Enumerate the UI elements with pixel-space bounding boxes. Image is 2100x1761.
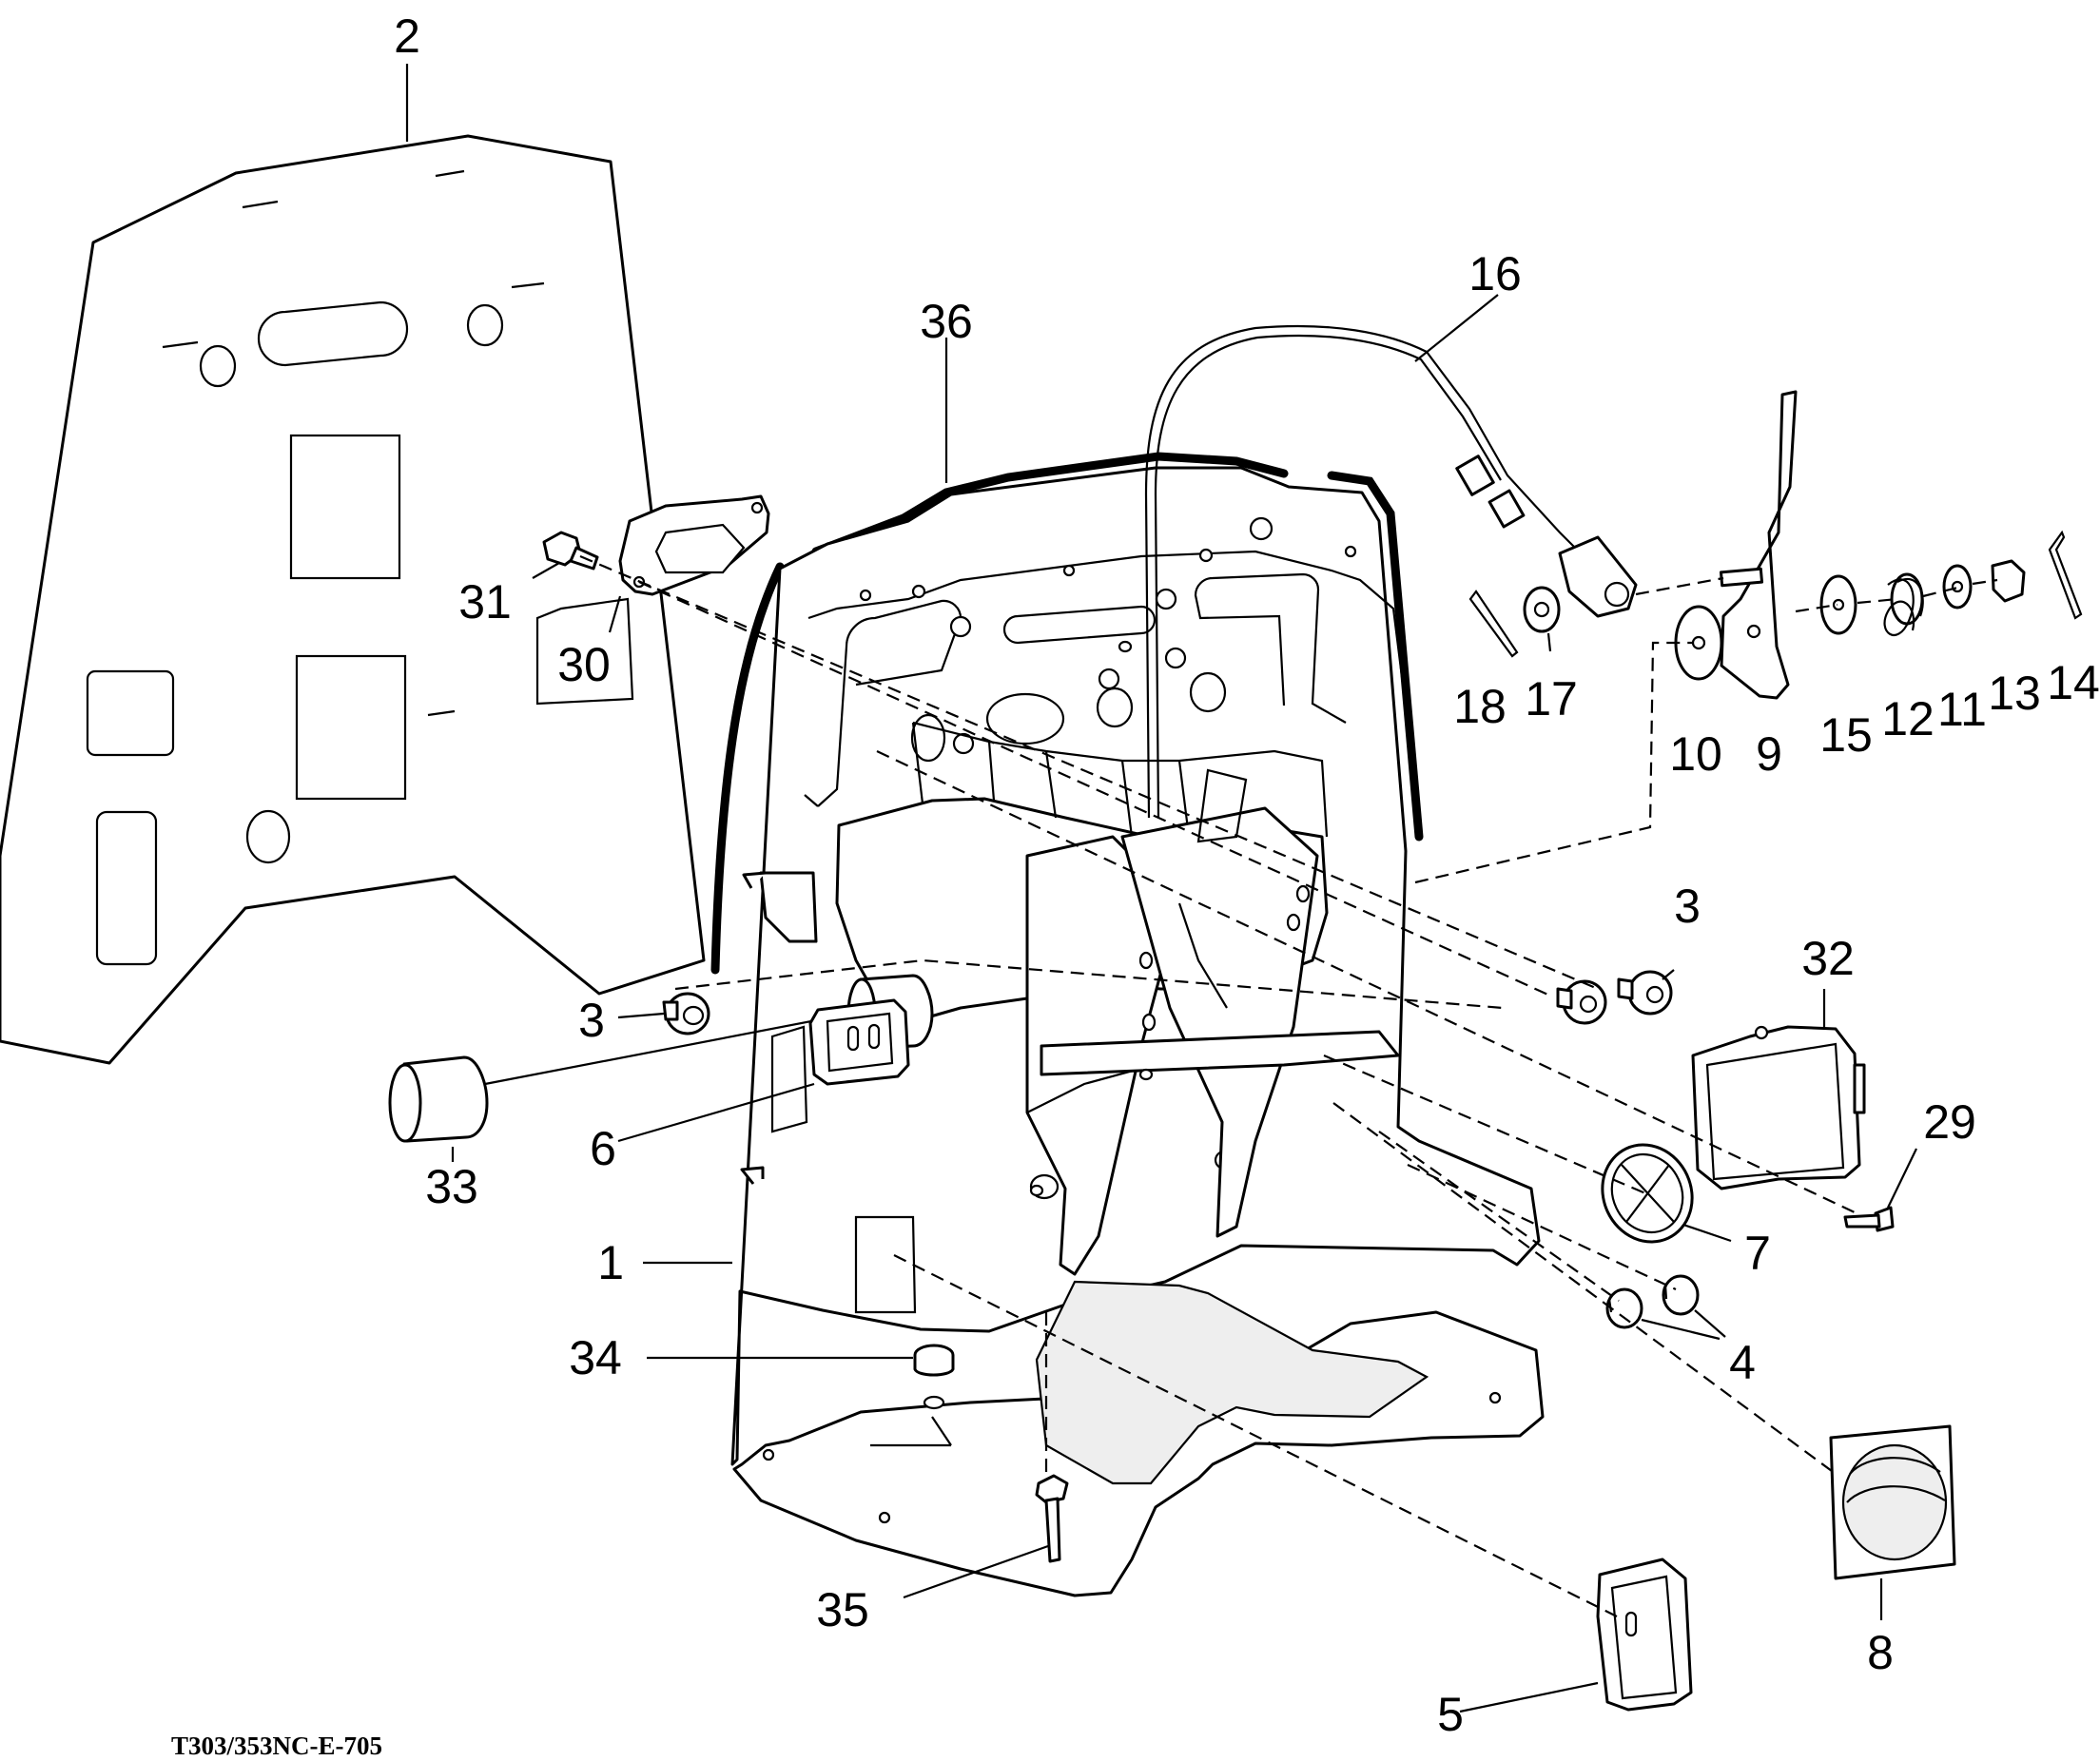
washer-part-10: 10	[1669, 605, 1723, 781]
gasket-plate-part-30: 30	[535, 494, 770, 706]
callout-31: 31	[458, 575, 512, 629]
callout-10: 10	[1669, 727, 1722, 781]
panel-plate-part-2	[0, 134, 706, 1065]
leader-callout-2: 2	[394, 10, 420, 142]
washer-part-15: 15	[1819, 574, 1873, 762]
callout-14: 14	[2047, 656, 2100, 709]
callout-7: 7	[1744, 1227, 1771, 1280]
cable-part-16: 16	[1144, 247, 1638, 819]
callout-9: 9	[1756, 727, 1782, 781]
upper-frame-plate	[804, 516, 1405, 807]
bolt-part-35: 35	[816, 1474, 1069, 1636]
leader-callout-1: 1	[597, 1236, 732, 1289]
cover-box-part-32: 32	[1691, 932, 1866, 1190]
callout-30: 30	[557, 638, 611, 691]
drawing-code: T303/353NC-E-705	[171, 1732, 382, 1760]
callout-36: 36	[920, 295, 973, 348]
bushing-part-3-right: 3	[1556, 880, 1701, 1025]
callout-32: 32	[1801, 932, 1855, 985]
grommet-part-5: 5	[1437, 1558, 1693, 1741]
bolt-part-29: 29	[1843, 1095, 1976, 1232]
callout-11: 11	[1937, 683, 1987, 736]
callout-5: 5	[1437, 1688, 1464, 1741]
callout-15: 15	[1819, 708, 1873, 762]
callout-8: 8	[1867, 1626, 1894, 1679]
callout-1: 1	[597, 1236, 624, 1289]
plug-part-34: 34	[569, 1331, 955, 1384]
callout-4: 4	[1729, 1336, 1756, 1389]
caps-part-4: 4	[1605, 1274, 1756, 1389]
pedal-bracket-assembly	[740, 721, 1400, 1276]
callout-35: 35	[816, 1583, 869, 1636]
cotter-pin-part-18: 18	[1453, 590, 1519, 733]
cotter-pin-part-14: 14	[2047, 530, 2100, 709]
callout-6: 6	[590, 1122, 616, 1175]
grommet-part-6: 6	[590, 998, 910, 1175]
bolt-part-31: 31	[458, 531, 599, 629]
edge-trim-part-36: 36	[710, 295, 1424, 975]
callout-2: 2	[394, 10, 420, 63]
callout-17: 17	[1525, 672, 1578, 726]
callout-12: 12	[1881, 692, 1935, 745]
washer-part-17: 17	[1523, 586, 1578, 726]
pedal-lever-part-9: 9	[1719, 390, 1798, 781]
assembly-dashed-lines	[579, 554, 1998, 1617]
plug-part-7: 7	[1601, 1143, 1771, 1280]
callout-3-right: 3	[1674, 880, 1701, 933]
callout-34: 34	[569, 1331, 622, 1384]
callout-16: 16	[1468, 247, 1522, 300]
callout-3-left: 3	[578, 994, 605, 1047]
callout-13: 13	[1988, 667, 2041, 720]
spring-part-12: 12	[1881, 572, 1935, 745]
callout-33: 33	[425, 1160, 478, 1213]
callout-29: 29	[1923, 1095, 1976, 1149]
washer-part-11: 11	[1937, 564, 1987, 736]
nut-part-13: 13	[1988, 559, 2041, 720]
bushing-part-3-left: 3	[578, 992, 710, 1047]
grommet-part-8: 8	[1829, 1424, 1956, 1679]
callout-18: 18	[1453, 680, 1507, 733]
